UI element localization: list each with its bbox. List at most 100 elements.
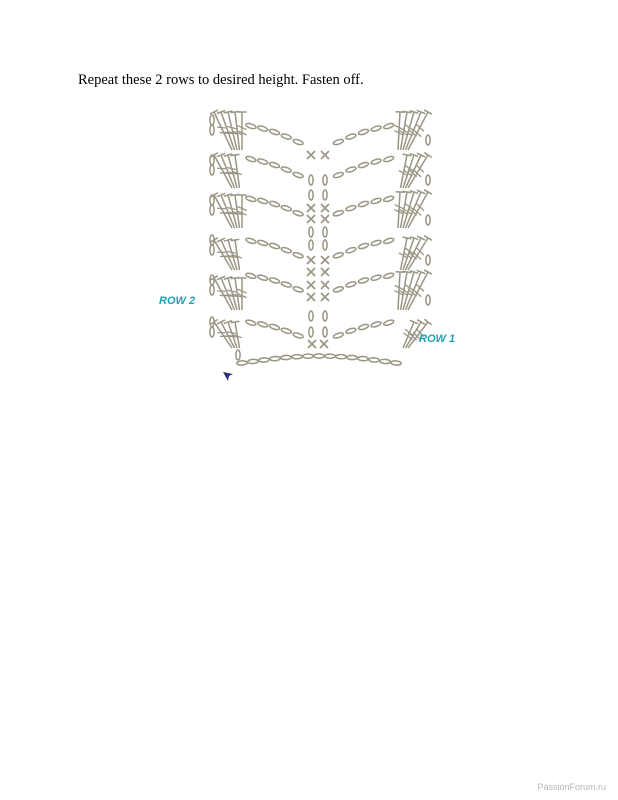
stitch-cross-bar [232,171,243,176]
stitch-cross-bar [217,126,226,129]
stitch-top-bar [409,189,419,195]
chain-stitch-symbol [357,161,370,169]
double-crochet-symbol [404,271,422,311]
stitch-cross-bar [415,164,425,173]
stitch-top-bar [209,192,219,198]
stitch-cross-bar [394,203,405,210]
chain-stitch-symbol [425,174,431,186]
chain-stitch-symbol [245,155,257,163]
double-crochet-symbol [220,239,236,271]
chain-stitch-symbol [256,274,269,281]
chain-stitch-symbol [332,171,345,179]
stitch-cross-bar [403,332,413,341]
stitch-top-bar [209,109,219,115]
stitch-top-bar [216,237,226,243]
double-crochet-symbol [407,271,429,311]
double-crochet-symbol [399,271,408,311]
chain-stitch-symbol [247,358,259,365]
double-crochet-symbol [407,111,429,151]
chain-stitch-symbol [322,226,328,238]
chain-stitch-symbol [322,239,328,251]
stitch-cross-bar [404,203,415,211]
chain-stitch-symbol [256,239,269,247]
stitch-top-bar [223,237,233,243]
chain-stitch-symbol [332,138,345,146]
chain-stitch-symbol [280,204,293,212]
chain-stitch-symbol [258,357,270,363]
stitch-cross-bar [228,211,238,215]
chain-stitch-symbol [280,281,293,288]
chain-stitch-symbol [268,200,281,208]
chain-stitch-symbol [390,360,402,366]
stitch-cross-bar [415,246,425,256]
chain-stitch-symbol [268,161,281,169]
chain-stitch-symbol [332,332,345,339]
chain-stitch-symbol [345,281,357,288]
stitch-cross-bar [217,207,226,210]
chain-stitch-symbol [280,246,293,254]
double-crochet-symbol [402,321,415,349]
chain-stitch-symbol [425,214,431,226]
chain-stitch-symbol [236,360,248,366]
stitch-cross-bar [404,328,415,337]
single-crochet-symbol [306,214,316,224]
chain-stitch-symbol [209,316,215,328]
stitch-top-bar [223,319,233,325]
chain-stitch-symbol [332,209,345,217]
stitch-cross-bar [228,334,238,338]
double-crochet-symbol [213,194,233,229]
chain-stitch-symbol [368,357,380,363]
stitch-top-bar [423,269,433,275]
chain-stitch-symbol [291,353,303,360]
stitch-cross-bar [237,210,247,216]
stitch-cross-bar [394,284,405,291]
chain-stitch-symbol [357,200,370,208]
single-crochet-symbol [320,280,330,290]
chain-stitch-symbol [209,154,215,166]
stitch-top-bar [223,153,233,157]
stitch-top-bar [409,110,419,114]
chain-stitch-symbol [324,353,336,360]
single-crochet-symbol [320,292,330,302]
chain-stitch-symbol [268,277,281,284]
stitch-cross-bar [404,164,415,173]
stitch-cross-bar [227,206,237,211]
double-crochet-symbol [407,321,429,349]
stitch-cross-bar [415,123,425,132]
stitch-top-bar [230,238,240,242]
chain-stitch-symbol [235,349,241,361]
double-crochet-symbol [402,154,415,189]
stitch-cross-bar [407,289,418,297]
chain-stitch-symbol [370,274,382,281]
stitch-cross-bar [217,167,226,170]
stitch-cross-bar [227,331,237,335]
double-crochet-symbol [407,154,429,189]
stitch-top-bar [216,152,226,158]
chain-stitch-symbol [256,125,269,132]
chain-stitch-symbol [382,195,395,203]
double-crochet-symbol [402,111,415,151]
stitch-cross-bar [415,283,425,292]
crochet-chart [209,109,433,366]
stitch-top-bar [423,109,433,115]
double-crochet-symbol [213,111,233,151]
stitch-cross-bar [227,125,237,130]
stitch-cross-bar [404,124,415,132]
stitch-top-bar [402,190,412,194]
double-crochet-symbol [399,111,408,151]
row-2-label: ROW 2 [159,295,196,307]
stitch-cross-bar [403,169,413,177]
stitch-top-bar [423,152,433,158]
chain-stitch-symbol [209,204,215,216]
chain-stitch-symbol [245,122,257,130]
stitch-cross-bar [403,251,413,260]
chain-stitch-symbol [269,355,281,362]
stitch-top-bar [423,234,433,242]
single-crochet-symbol [307,339,317,349]
stitch-cross-bar [232,334,243,339]
stitch-cross-bar [227,166,237,171]
double-crochet-symbol [402,237,415,271]
stitch-top-bar [216,109,226,115]
stitch-top-bar [223,110,233,114]
